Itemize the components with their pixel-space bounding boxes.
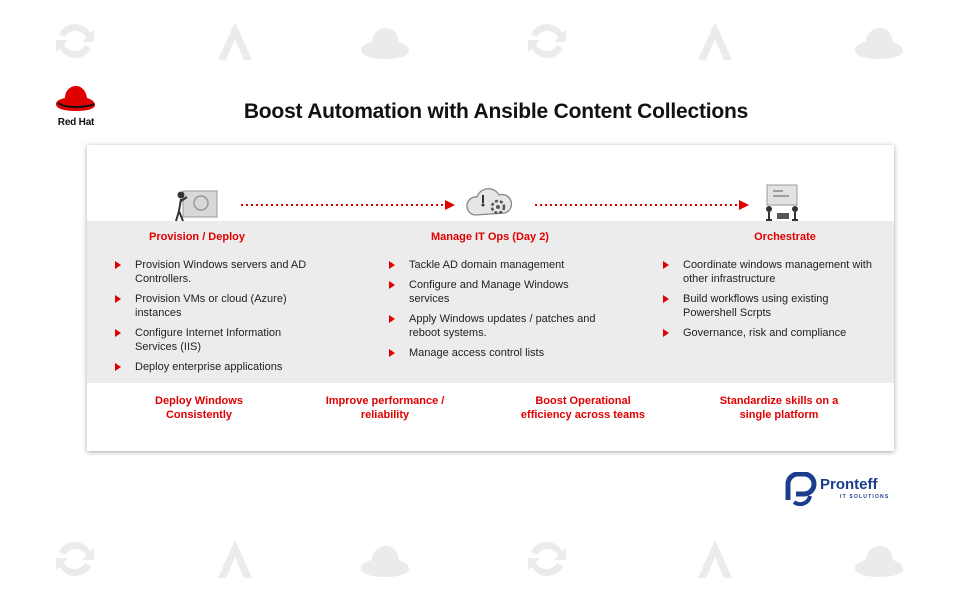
bullet-arrow-icon (663, 329, 669, 337)
list-item: Configure Internet Information Services … (115, 326, 325, 354)
list-item: Governance, risk and compliance (663, 326, 877, 340)
bullet-arrow-icon (115, 261, 121, 269)
bullet-arrow-icon (389, 315, 395, 323)
page-title: Boost Automation with Ansible Content Co… (243, 100, 749, 123)
ansible-a-icon (698, 540, 732, 578)
list-item: Build workflows using existing Powershel… (663, 292, 877, 320)
redhat-wordmark: Red Hat (57, 117, 95, 128)
sync-icon (56, 23, 94, 59)
list-item: Provision Windows servers and AD Control… (115, 258, 325, 286)
ansible-a-icon (218, 22, 252, 60)
benefit-performance: Improve performance / reliability (325, 395, 445, 421)
stage-list-orchestrate: Coordinate windows management with other… (663, 258, 877, 346)
list-item: Apply Windows updates / patches and rebo… (389, 312, 609, 340)
bullet-arrow-icon (389, 261, 395, 269)
sync-icon (528, 541, 566, 577)
bullet-arrow-icon (115, 329, 121, 337)
content-band (87, 221, 894, 383)
redhat-hat-icon (855, 28, 903, 59)
flow-arrow-2 (535, 200, 749, 210)
sync-icon (56, 541, 94, 577)
bullet-arrow-icon (663, 295, 669, 303)
benefit-deploy: Deploy Windows Consistently (155, 395, 243, 421)
stage-list-manage: Tackle AD domain management Configure an… (389, 258, 609, 366)
stage-title-orchestrate: Orchestrate (754, 231, 816, 243)
redhat-hat-icon (361, 28, 409, 59)
pronteff-wordmark: Pronteff (820, 476, 878, 493)
list-item: Deploy enterprise applications (115, 360, 325, 374)
person-presenting-icon (175, 190, 218, 222)
bullet-arrow-icon (115, 363, 121, 371)
cloud-gear-icon (466, 188, 513, 216)
diagram-card: Provision / Deploy Manage IT Ops (Day 2)… (87, 145, 894, 451)
bullet-arrow-icon (115, 295, 121, 303)
list-item: Tackle AD domain management (389, 258, 609, 272)
bullet-arrow-icon (389, 349, 395, 357)
pronteff-logo: Pronteff IT SOLUTIONS (782, 472, 892, 508)
list-item: Configure and Manage Windows services (389, 278, 609, 306)
list-item: Provision VMs or cloud (Azure) instances (115, 292, 325, 320)
list-item: Coordinate windows management with other… (663, 258, 877, 286)
benefit-standardize: Standardize skills on a single platform (719, 395, 839, 421)
redhat-hat-icon (855, 546, 903, 577)
bullet-arrow-icon (663, 261, 669, 269)
ansible-a-icon (698, 22, 732, 60)
redhat-logo: Red Hat (50, 82, 102, 128)
pronteff-mark-icon (785, 472, 817, 506)
team-workflow-icon (766, 184, 798, 221)
stage-title-manage: Manage IT Ops (Day 2) (431, 231, 549, 243)
stage-list-provision: Provision Windows servers and AD Control… (115, 258, 325, 380)
list-item: Manage access control lists (389, 346, 609, 360)
ansible-a-icon (218, 540, 252, 578)
redhat-hat-icon (361, 546, 409, 577)
pronteff-tagline: IT SOLUTIONS (840, 494, 890, 500)
flow-arrow-1 (241, 200, 455, 210)
redhat-hat-icon (56, 86, 95, 111)
stage-title-provision: Provision / Deploy (149, 231, 245, 243)
benefit-efficiency: Boost Operational efficiency across team… (520, 395, 646, 421)
sync-icon (528, 23, 566, 59)
bullet-arrow-icon (389, 281, 395, 289)
